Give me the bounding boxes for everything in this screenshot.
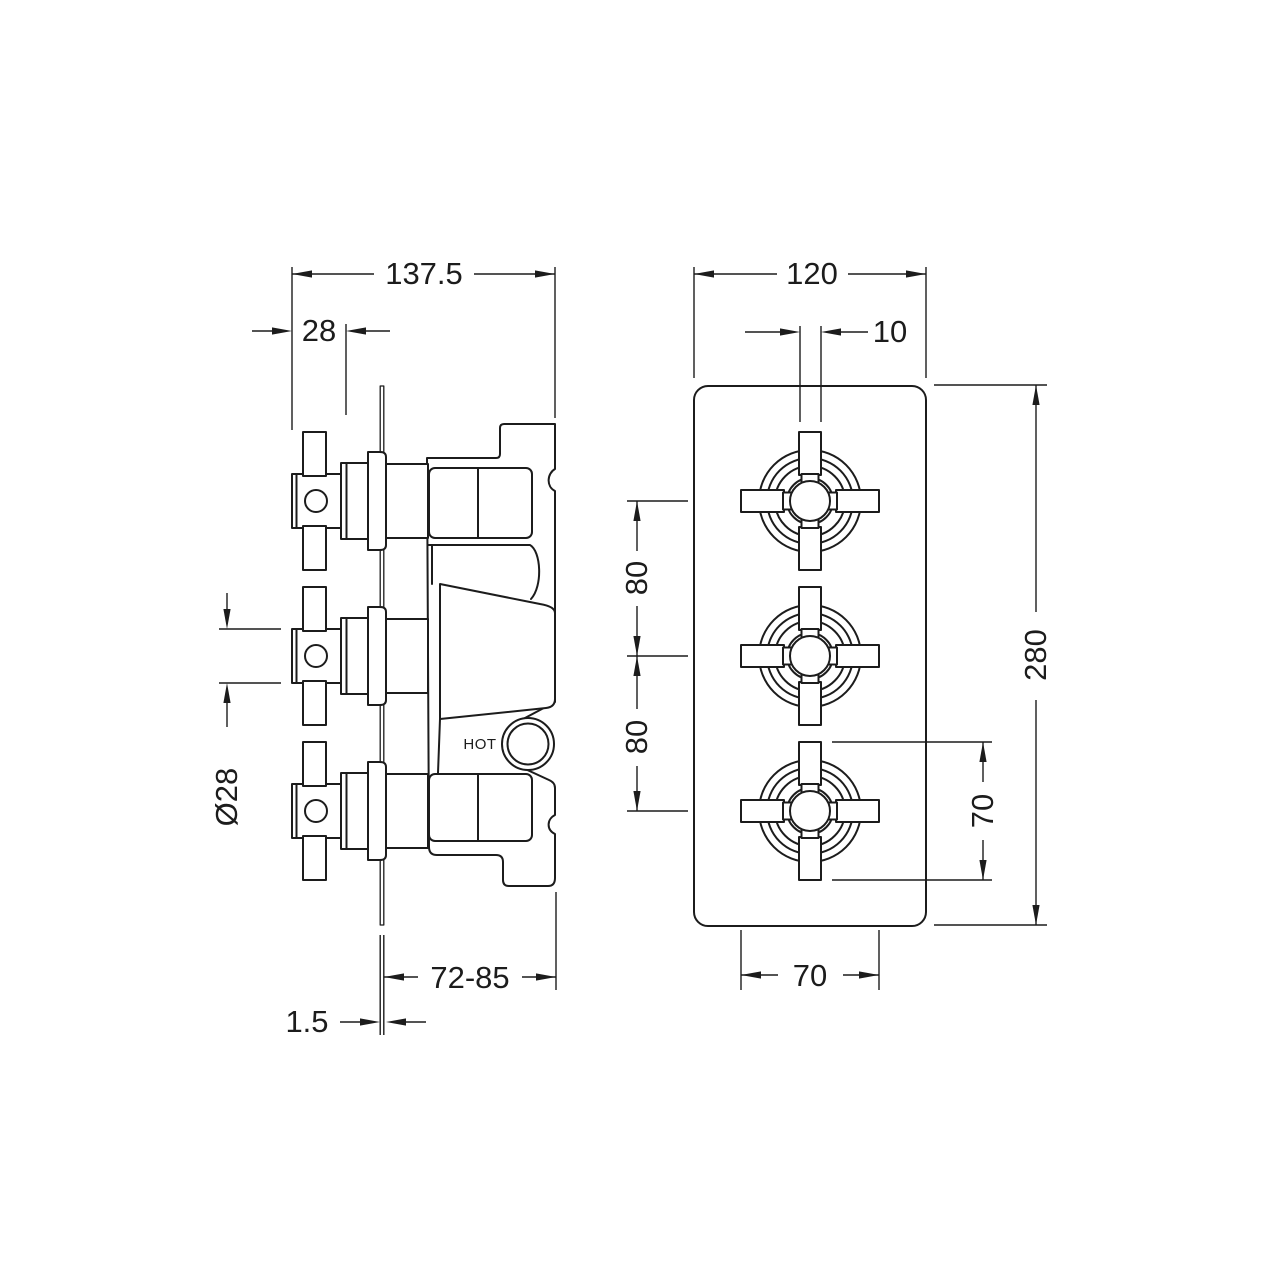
dim-overall-width: 137.5: [291, 256, 556, 430]
front-view: 120 10 80 80 280: [619, 256, 1053, 993]
dim-plate-width: 120: [693, 256, 927, 378]
dim-spacing-lower-label: 80: [619, 720, 654, 754]
dim-arm-width: 10: [745, 314, 907, 422]
hot-port: [501, 717, 555, 771]
dim-plate-width-label: 120: [786, 256, 838, 291]
dim-plate-thickness: 1.5: [285, 1004, 426, 1039]
dim-install-depth-label: 72-85: [430, 960, 509, 995]
dim-handle-span-vertical: 70: [832, 741, 1000, 881]
dim-overall-width-label: 137.5: [385, 256, 463, 291]
dim-spacing-upper-label: 80: [619, 561, 654, 595]
dim-handle-diameter-label: Ø28: [209, 768, 244, 827]
dim-handle-span-vertical-label: 70: [965, 794, 1000, 828]
hot-label: HOT: [463, 736, 496, 753]
dim-handle-depth-label: 28: [302, 313, 336, 348]
mixer-block: [439, 583, 556, 720]
hot-port-inner: [506, 722, 550, 766]
dim-install-depth: 72-85: [379, 892, 557, 1035]
side-handle-top: [291, 431, 429, 571]
dim-handle-diameter: Ø28: [209, 593, 281, 826]
side-view: HOT 137.5 28 Ø28: [209, 256, 557, 1039]
side-handle-bottom: [291, 741, 429, 881]
valve-body-detail-lines: [427, 544, 541, 774]
cartridge-top: [428, 467, 533, 539]
dim-handle-spacing: 80 80: [619, 500, 688, 812]
dim-handle-depth: 28: [252, 313, 390, 415]
side-handle-middle: [291, 586, 429, 726]
dim-plate-height: 280: [934, 384, 1053, 926]
dim-arm-width-label: 10: [873, 314, 907, 349]
dim-plate-thickness-label: 1.5: [285, 1004, 328, 1039]
dim-handle-span-horizontal: 70: [740, 930, 880, 993]
dim-handle-span-horizontal-label: 70: [793, 958, 827, 993]
dim-plate-height-label: 280: [1018, 629, 1053, 681]
cartridge-bottom: [428, 773, 533, 842]
